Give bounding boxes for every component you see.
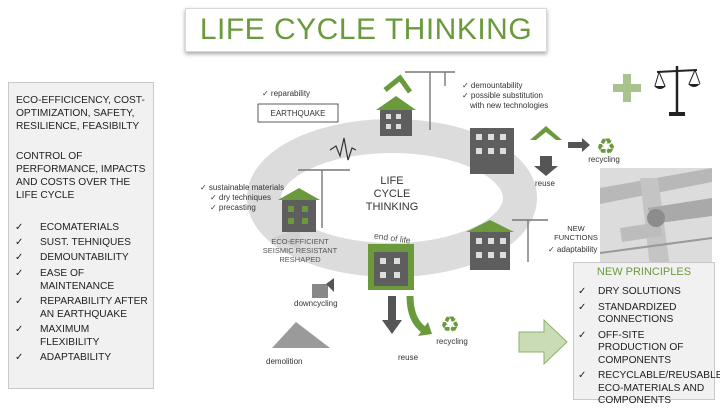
building-icon xyxy=(466,220,514,270)
seismic-wave-icon xyxy=(329,137,357,161)
check-icon: ✓ xyxy=(15,237,24,249)
left-checklist: ✓ECOMATERIALS ✓SUST. TEHNIQUES ✓DEMOUNTA… xyxy=(15,221,151,366)
list-item: ✓REPARABILITY AFTER AN EARTHQUAKE xyxy=(15,295,148,320)
sustainable-label-3: ✓ precasting xyxy=(210,203,256,212)
reuse-bottom-label: reuse xyxy=(398,353,419,362)
building-icon xyxy=(470,128,514,174)
check-icon: ✓ xyxy=(15,352,24,364)
list-item: ✓ECOMATERIALS xyxy=(15,222,120,233)
left-heading-2: CONTROL OF PERFORMANCE, IMPACTS AND COST… xyxy=(16,151,146,201)
eco-efficient-label-1: ECO-EFFICIENT xyxy=(271,237,329,246)
check-icon: ✓ xyxy=(578,370,587,381)
recycling-bottom-label: recycling xyxy=(436,337,468,346)
center-label-2: CYCLE xyxy=(374,188,411,200)
eco-efficient-label-3: RESHAPED xyxy=(279,255,321,264)
arrow-down-green-icon xyxy=(406,295,427,333)
check-icon: ✓ xyxy=(15,295,24,307)
building-demolition-icon xyxy=(368,244,414,290)
arrow-right-icon xyxy=(518,318,568,366)
recycle-icon: ♻ xyxy=(596,135,616,160)
check-icon: ✓ xyxy=(15,222,24,233)
list-item: ✓DRY SOLUTIONS xyxy=(578,286,681,297)
left-panel: ECO-EFFICICENCY, COST-OPTIMIZATION, SAFE… xyxy=(8,82,154,389)
principles-list: ✓DRY SOLUTIONS ✓STANDARDIZED CONNECTIONS… xyxy=(578,286,720,411)
check-icon: ✓ xyxy=(578,329,587,341)
crane-icon xyxy=(405,71,455,130)
check-icon: ✓ xyxy=(15,267,24,279)
steel-connection-photo xyxy=(600,168,712,268)
reparability-label: ✓ reparability xyxy=(262,89,310,98)
page-title: LIFE CYCLE THINKING xyxy=(185,8,547,52)
arrow-curve-icon xyxy=(383,74,413,94)
new-functions-label-1: NEW xyxy=(567,224,585,233)
downcycling-icon xyxy=(312,278,334,298)
list-item: ✓RECYCLABLE/REUSABLE ECO-MATERIALS AND C… xyxy=(578,370,720,406)
downcycling-label: downcycling xyxy=(294,299,338,308)
roof-piece-icon xyxy=(530,126,562,140)
list-item: ✓SUST. TEHNIQUES xyxy=(15,237,131,249)
demountability-label-3: with new technologies xyxy=(469,101,548,110)
arrow-down-icon xyxy=(534,156,558,176)
list-item: ✓DEMOUNTABILITY xyxy=(15,252,129,264)
building-icon xyxy=(278,188,320,232)
list-item: ✓ADAPTABILITY xyxy=(15,352,112,364)
center-label-3: THINKING xyxy=(366,201,419,213)
reuse-top-label: reuse xyxy=(535,179,556,188)
new-functions-label-2: FUNCTIONS xyxy=(554,233,598,242)
eco-efficient-label-2: SEISMIC RESISTANT xyxy=(263,246,338,255)
building-icon xyxy=(376,96,416,136)
right-panel: NEW PRINCIPLES ✓DRY SOLUTIONS ✓STANDARDI… xyxy=(573,262,720,406)
arrow-right-icon xyxy=(568,138,590,152)
list-item: ✓MAXIMUM FLEXIBILITY xyxy=(15,323,100,348)
crane-icon xyxy=(298,169,350,228)
adaptability-label: ✓ adaptability xyxy=(548,245,597,254)
scales-icon xyxy=(654,66,701,116)
sustainable-label-2: ✓ dry techniques xyxy=(210,193,271,202)
plus-icon xyxy=(613,74,641,102)
list-item: ✓STANDARDIZED CONNECTIONS xyxy=(578,301,677,326)
center-label-1: LIFE xyxy=(380,175,403,187)
check-icon: ✓ xyxy=(578,301,587,313)
list-item: ✓OFF-SITE PRODUCTION OF COMPONENTS xyxy=(578,329,684,366)
crane-icon xyxy=(512,219,548,262)
recycling-top-label: recycling xyxy=(588,155,620,164)
earthquake-label: EARTHQUAKE xyxy=(271,109,326,118)
rubble-pile-icon xyxy=(272,322,330,348)
check-icon: ✓ xyxy=(578,286,587,297)
arrow-down-icon xyxy=(382,296,402,334)
new-principles-title: NEW PRINCIPLES xyxy=(596,266,692,278)
list-item: ✓EASE OF MAINTENANCE xyxy=(15,267,115,292)
demountability-label-1: ✓ demountability xyxy=(462,81,523,90)
left-heading-1: ECO-EFFICICENCY, COST-OPTIMIZATION, SAFE… xyxy=(16,95,145,132)
recycle-icon: ♻ xyxy=(440,313,460,338)
life-cycle-diagram: LIFE CYCLE THINKING end of life ✓ repara… xyxy=(200,71,620,366)
demountability-label-2: ✓ possible substitution xyxy=(462,91,543,100)
check-icon: ✓ xyxy=(15,323,24,335)
check-icon: ✓ xyxy=(15,252,24,264)
demolition-label: demolition xyxy=(266,357,302,366)
sustainable-label-1: ✓ sustainable materials xyxy=(200,183,284,192)
